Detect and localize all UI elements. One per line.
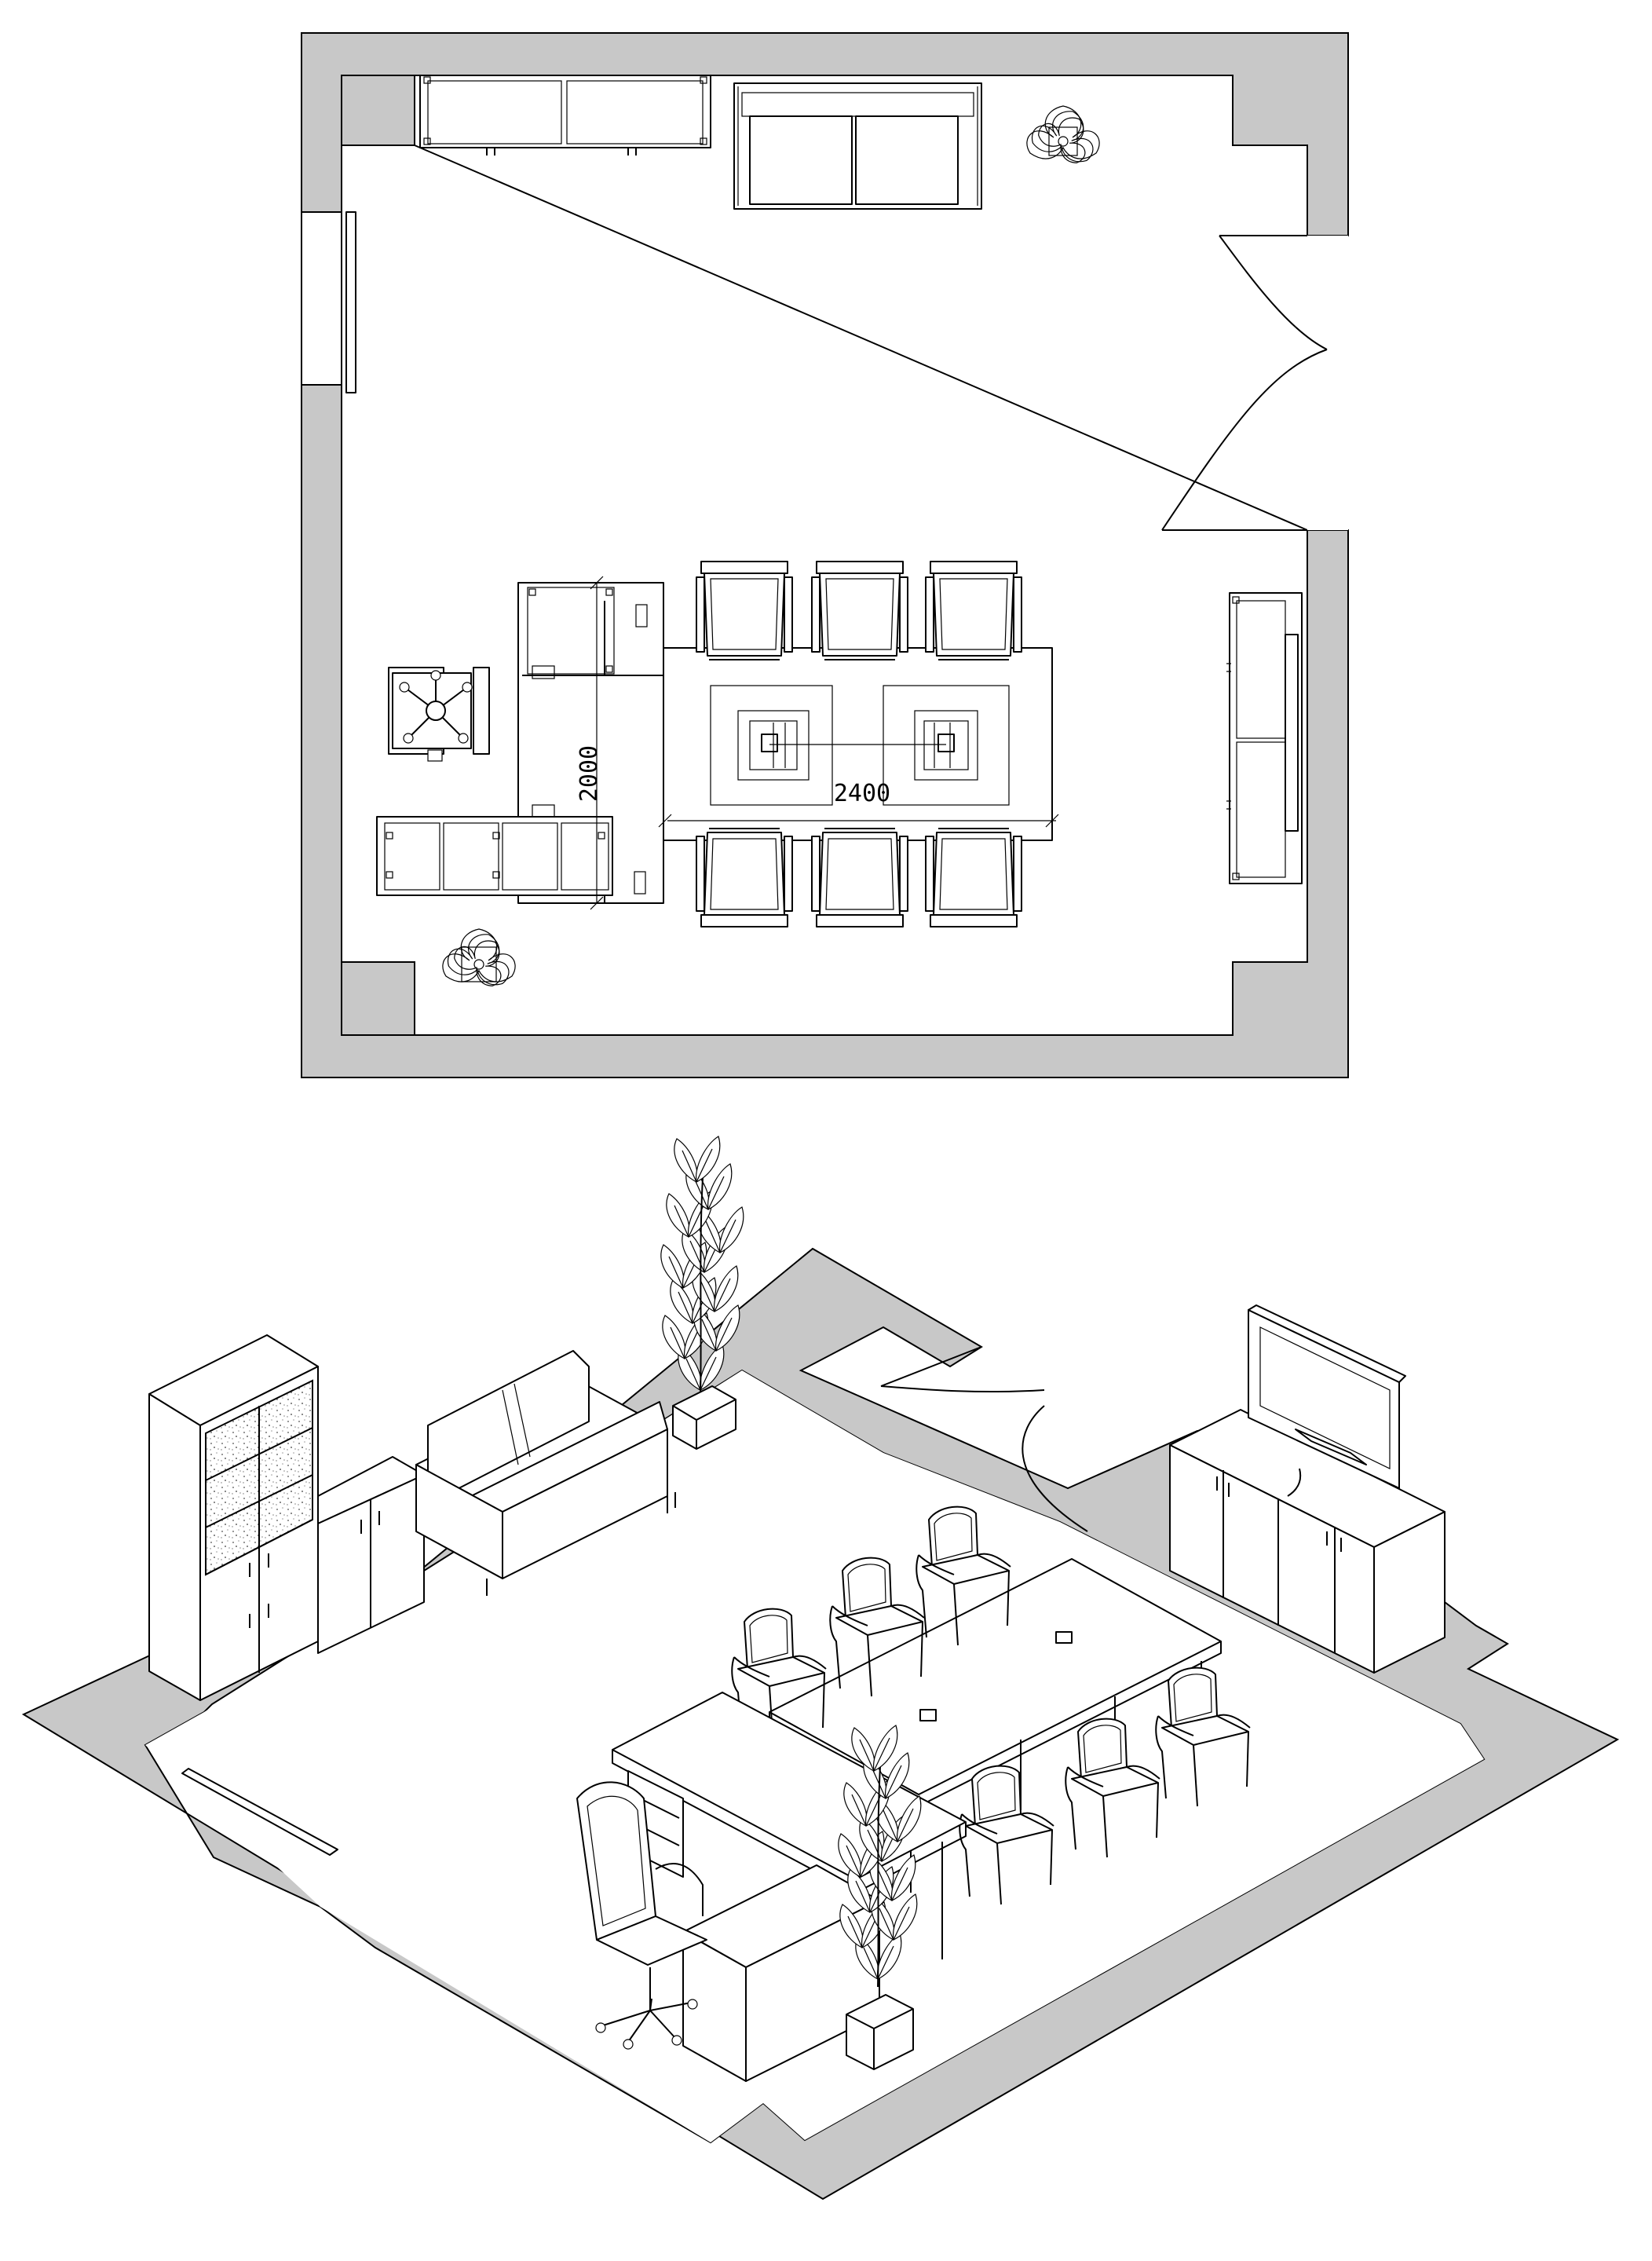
iso-executive-chair: [576, 1781, 707, 2050]
conf-chair-plan-6: [925, 828, 1022, 927]
inner-wall-outline: [341, 75, 1308, 1036]
isometric-view: [21, 1136, 1620, 2201]
executive-desk-plan: 2000: [376, 576, 667, 910]
plant-plan-bottom: [442, 924, 519, 991]
iso-credenza: [1169, 1409, 1446, 1674]
wall-cabinet-plan: [419, 75, 711, 155]
conference-table-plan: 2400: [658, 647, 1059, 841]
conf-chair-plan-3: [925, 561, 1022, 660]
conf-chair-plan-5: [811, 828, 908, 927]
dimension-2400: 2400: [834, 780, 890, 807]
iso-sofa: [415, 1350, 676, 1596]
door: [1161, 235, 1348, 531]
window: [301, 211, 356, 393]
iso-plant-back: [661, 1136, 744, 1450]
iso-plant-front: [839, 1725, 921, 2070]
conf-chair-plan-1: [696, 561, 793, 660]
sofa-plan: [733, 82, 982, 210]
iso-executive-desk: [612, 1692, 967, 2082]
iso-window: [181, 1768, 338, 1856]
conf-chair-plan-2: [811, 561, 908, 660]
conf-chair-plan-4: [696, 828, 793, 927]
iso-tv: [1248, 1304, 1406, 1489]
credenza-plan: [1226, 592, 1303, 884]
swivel-chair-plan: [388, 667, 490, 762]
plant-plan-top: [1026, 101, 1103, 168]
dimension-2000: 2000: [576, 745, 603, 802]
iso-tall-cabinet: [148, 1334, 319, 1701]
floor-plan: 2000 240: [301, 32, 1349, 1078]
iso-door: [880, 1346, 1088, 1532]
iso-low-cabinet-left: [317, 1456, 425, 1654]
